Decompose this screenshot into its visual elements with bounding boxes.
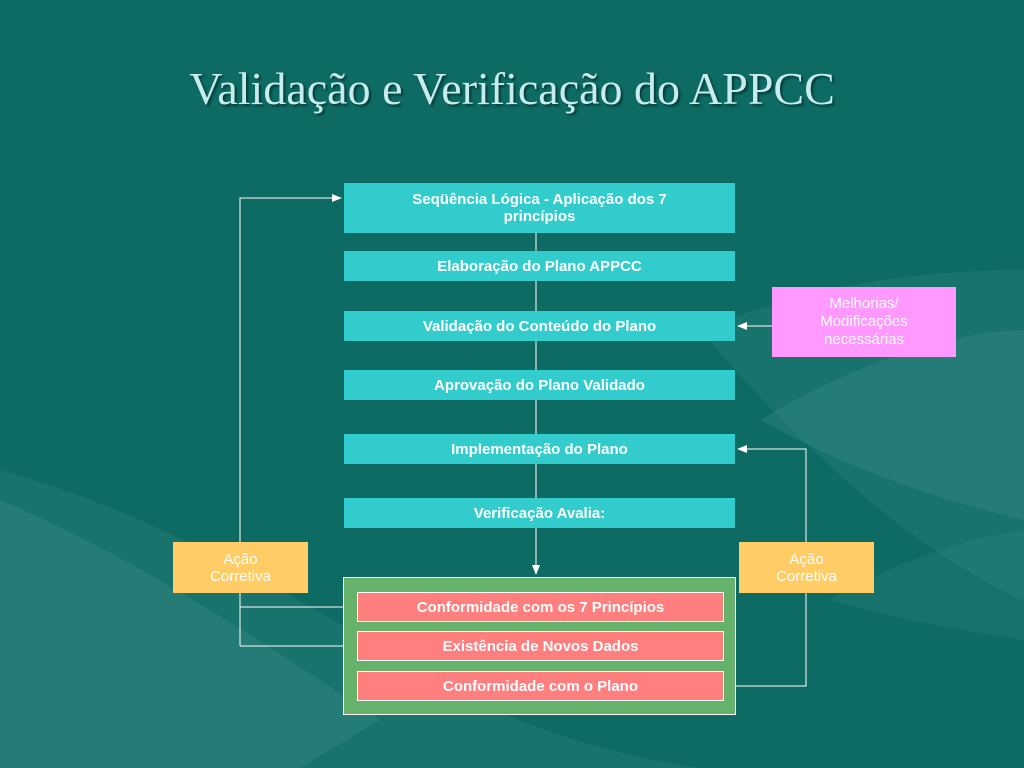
left-feedback-line bbox=[239, 194, 342, 646]
step-content-validation: Validação do Conteúdo do Plano bbox=[344, 311, 735, 341]
step-plan-approval: Aprovação do Plano Validado bbox=[344, 370, 735, 400]
result-principles-conformity: Conformidade com os 7 Princípios bbox=[357, 592, 724, 622]
improvements-box: Melhorias/ Modificações necessárias bbox=[772, 287, 956, 357]
step-plan-elaboration: Elaboração do Plano APPCC bbox=[344, 251, 735, 281]
result-new-data: Existência de Novos Dados bbox=[357, 631, 724, 661]
step-plan-implementation: Implementação do Plano bbox=[344, 434, 735, 464]
page-title: Validação e Verificação do APPCC bbox=[189, 63, 835, 114]
corrective-action-left: Ação Corretiva bbox=[173, 542, 308, 593]
result-plan-conformity: Conformidade com o Plano bbox=[357, 671, 724, 701]
step-logical-sequence: Seqüência Lógica - Aplicação dos 7 princ… bbox=[344, 183, 735, 233]
corrective-action-right: Ação Corretiva bbox=[739, 542, 874, 593]
step-verification: Verificação Avalia: bbox=[344, 498, 735, 528]
